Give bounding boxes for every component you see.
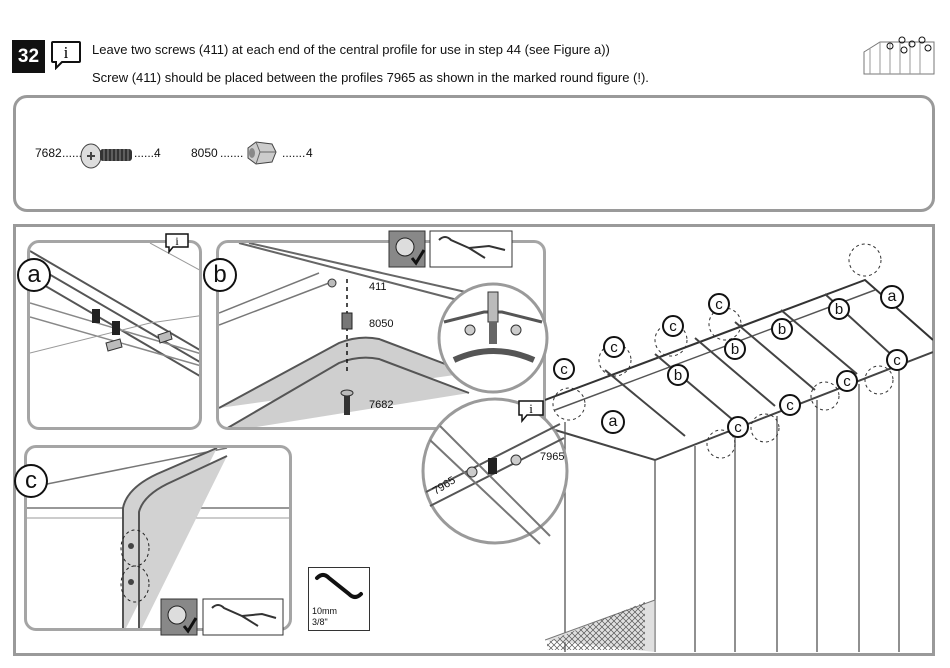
callout-c: c — [662, 315, 684, 337]
callout-c: c — [727, 416, 749, 438]
part-qty-8050: 4 — [306, 146, 313, 160]
tool-size-imperial: 3/8" — [312, 617, 328, 627]
tool-size-metric: 10mm — [312, 606, 338, 616]
part-qty-7682: 4 — [154, 146, 161, 160]
callout-b: b — [828, 298, 850, 320]
hex-nut-icon — [247, 141, 277, 165]
svg-text:i: i — [64, 43, 69, 62]
screw-icon — [80, 143, 132, 169]
instruction-line-1: Leave two screws (411) at each end of th… — [92, 42, 610, 57]
spacer-8050-label: 8050 — [369, 318, 394, 330]
tool-box: 10mm 3/8" — [308, 567, 370, 631]
bolt-7682-label: 7682 — [369, 399, 394, 411]
wrench-hand-icon — [202, 598, 284, 636]
info-icon: i — [518, 400, 544, 423]
figure-c-label: c — [14, 464, 48, 498]
figure-a-inset — [27, 240, 202, 430]
instruction-line-2: Screw (411) should be placed between the… — [92, 70, 649, 85]
shed-drawing — [545, 243, 933, 652]
shed-thumbnail — [863, 36, 935, 75]
callout-b: b — [667, 364, 689, 386]
figure-b-label: b — [203, 258, 237, 292]
figure-c-drawing — [27, 448, 289, 628]
part-dots: ....... — [220, 146, 244, 160]
callout-c: c — [836, 370, 858, 392]
callout-c: c — [603, 336, 625, 358]
socket-icon — [388, 230, 426, 268]
callout-c: c — [553, 358, 575, 380]
step-number-badge: 32 — [12, 40, 45, 73]
info-icon: i — [51, 41, 81, 70]
wrench-icon — [315, 573, 363, 599]
callout-c: c — [886, 349, 908, 371]
parts-list-box: 7682 ....... ....... 4 8050 ....... ....… — [13, 95, 935, 212]
socket-icon — [160, 598, 198, 636]
screw-411-label: 411 — [369, 281, 387, 293]
detail-circle-bottom — [421, 397, 569, 545]
callout-c: c — [779, 394, 801, 416]
part-dots: ....... — [134, 146, 158, 160]
profile-7965-label-right: 7965 — [540, 451, 565, 463]
part-dots: ....... — [282, 146, 306, 160]
part-code-7682: 7682 — [35, 146, 62, 160]
callout-a: a — [601, 410, 625, 434]
callout-b: b — [771, 318, 793, 340]
svg-text:i: i — [175, 234, 179, 248]
figure-a-label: a — [17, 258, 51, 292]
callout-c: c — [708, 293, 730, 315]
wrench-hand-icon — [429, 230, 513, 268]
callout-b: b — [724, 338, 746, 360]
figure-b-drawing — [219, 243, 480, 427]
callout-a: a — [880, 285, 904, 309]
figure-c-inset — [24, 445, 292, 631]
info-icon: i — [165, 233, 189, 254]
part-code-8050: 8050 — [191, 146, 218, 160]
detail-circle-top — [437, 282, 549, 394]
figure-a-drawing — [30, 243, 199, 377]
part-dots: ....... — [62, 146, 86, 160]
main-illustration-box — [13, 224, 935, 656]
svg-text:i: i — [529, 401, 533, 416]
